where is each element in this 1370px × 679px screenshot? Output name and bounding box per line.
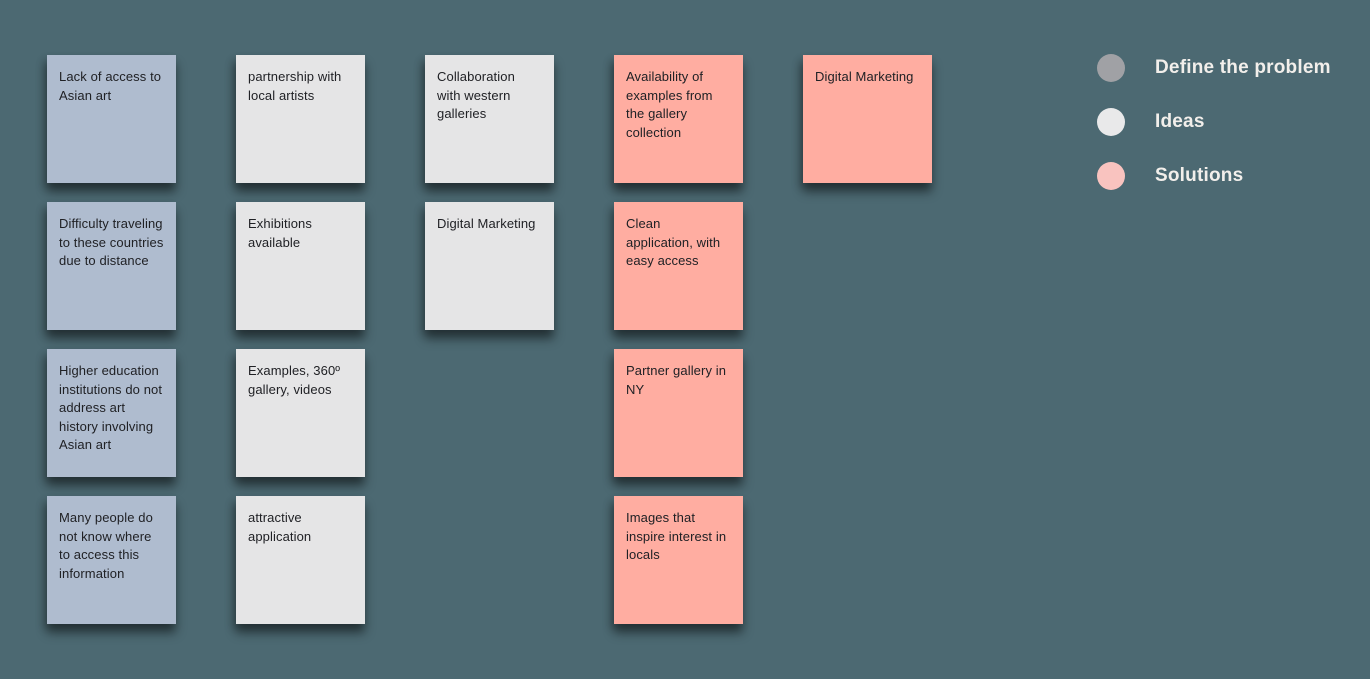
sticky-note[interactable]: Images that inspire interest in locals — [614, 496, 743, 624]
sticky-note[interactable]: Availability of examples from the galler… — [614, 55, 743, 183]
sticky-note[interactable]: Exhibitions available — [236, 202, 365, 330]
solutions-color-circle-icon — [1097, 162, 1125, 190]
sticky-note[interactable]: Examples, 360º gallery, videos — [236, 349, 365, 477]
sticky-note-text: Lack of access to Asian art — [59, 69, 162, 103]
sticky-note[interactable]: Collaboration with western galleries — [425, 55, 554, 183]
sticky-note-text: attractive application — [248, 510, 312, 544]
legend-item-solutions[interactable]: Solutions — [1097, 162, 1331, 190]
sticky-note-text: Clean application, with easy access — [626, 216, 721, 268]
sticky-note[interactable]: partnership with local artists — [236, 55, 365, 183]
sticky-note[interactable]: Difficulty traveling to these countries … — [47, 202, 176, 330]
ideas-color-circle-icon — [1097, 108, 1125, 136]
legend-item-define-the-problem[interactable]: Define the problem — [1097, 54, 1331, 82]
sticky-note-text: Higher education institutions do not add… — [59, 363, 163, 452]
sticky-note-text: Examples, 360º gallery, videos — [248, 363, 341, 397]
sticky-note-text: partnership with local artists — [248, 69, 342, 103]
sticky-note[interactable]: Digital Marketing — [425, 202, 554, 330]
sticky-note[interactable]: Higher education institutions do not add… — [47, 349, 176, 477]
sticky-note[interactable]: Clean application, with easy access — [614, 202, 743, 330]
sticky-note-text: Exhibitions available — [248, 216, 312, 250]
sticky-note-text: Difficulty traveling to these countries … — [59, 216, 164, 268]
legend-label: Define the problem — [1155, 57, 1331, 78]
legend-item-ideas[interactable]: Ideas — [1097, 108, 1331, 136]
sticky-note-text: Many people do not know where to access … — [59, 510, 153, 581]
sticky-note-text: Digital Marketing — [437, 216, 536, 231]
sticky-note-text: Images that inspire interest in locals — [626, 510, 727, 562]
sticky-note[interactable]: Digital Marketing — [803, 55, 932, 183]
sticky-note[interactable]: Lack of access to Asian art — [47, 55, 176, 183]
sticky-note[interactable]: Partner gallery in NY — [614, 349, 743, 477]
legend-label: Solutions — [1155, 165, 1244, 186]
sticky-note-text: Collaboration with western galleries — [437, 69, 515, 121]
sticky-note[interactable]: Many people do not know where to access … — [47, 496, 176, 624]
legend: Define the problem Ideas Solutions — [1097, 54, 1331, 190]
legend-label: Ideas — [1155, 111, 1205, 132]
sticky-note[interactable]: attractive application — [236, 496, 365, 624]
sticky-note-text: Partner gallery in NY — [626, 363, 727, 397]
problem-color-circle-icon — [1097, 54, 1125, 82]
sticky-note-text: Digital Marketing — [815, 69, 914, 84]
sticky-note-text: Availability of examples from the galler… — [626, 69, 713, 140]
